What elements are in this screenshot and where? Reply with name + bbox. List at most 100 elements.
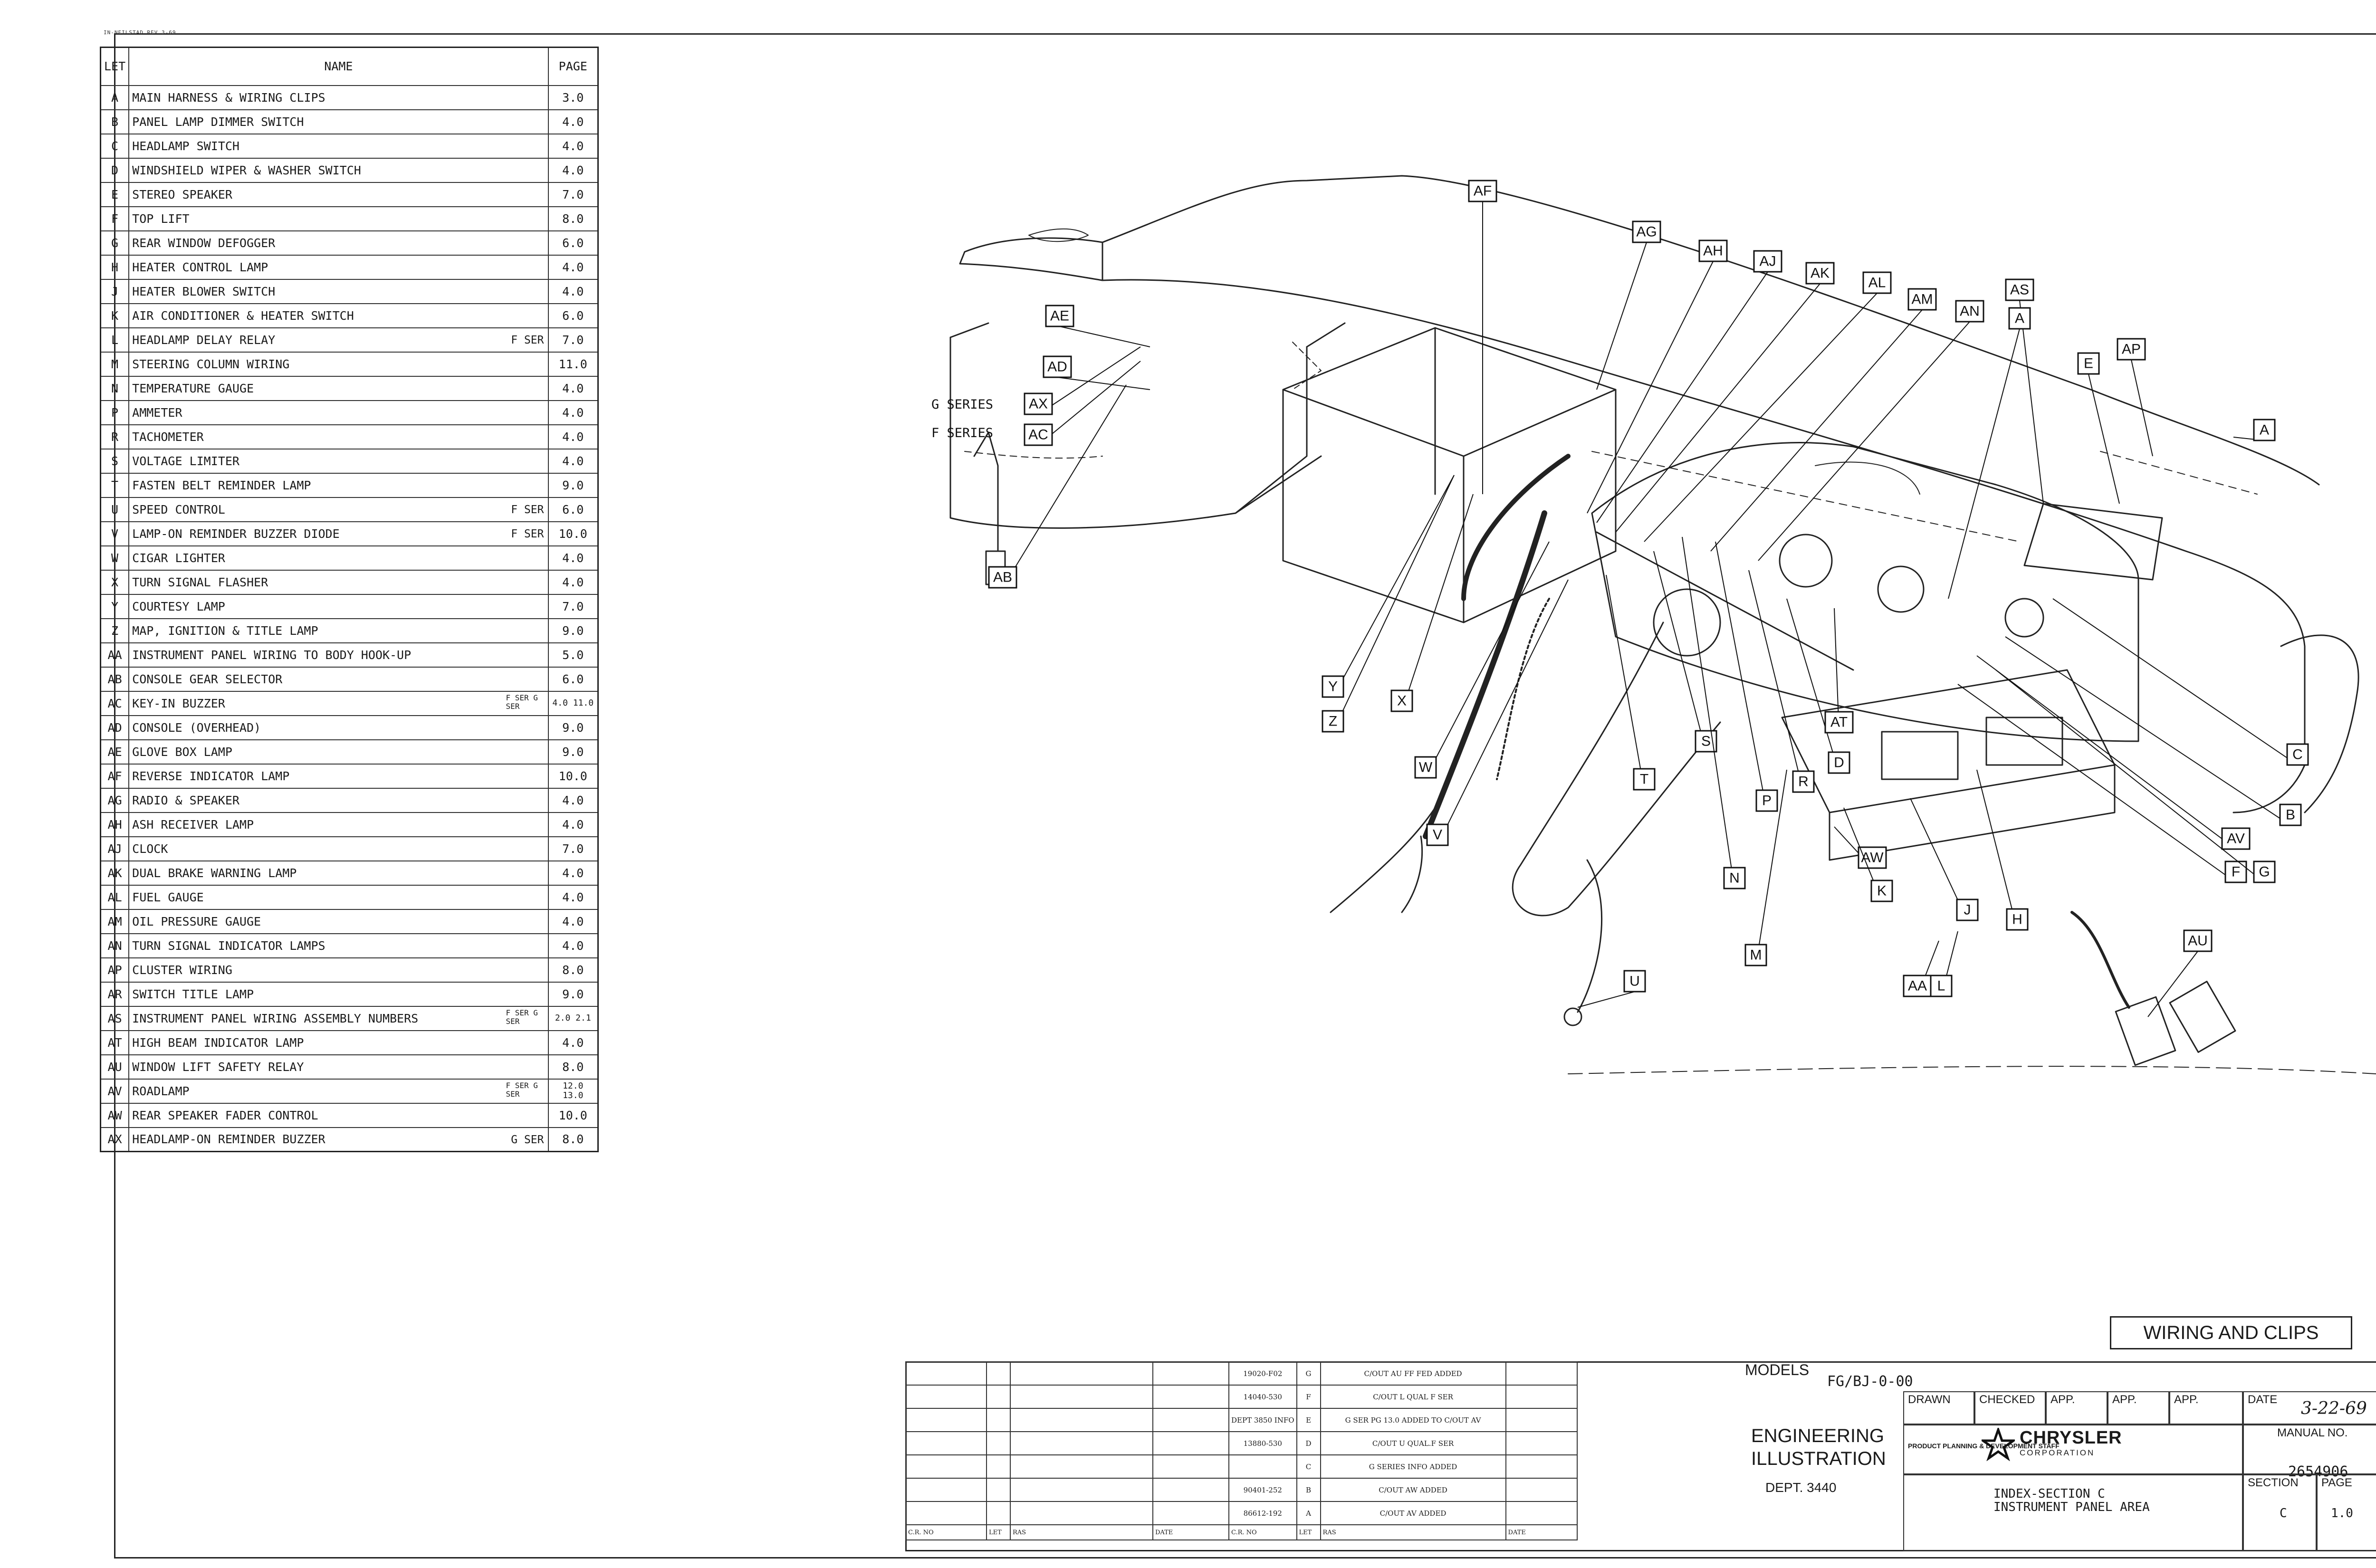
row-letter: K bbox=[100, 303, 130, 328]
callout-z: Z bbox=[1322, 710, 1344, 733]
row-letter: M bbox=[100, 351, 130, 377]
callout-leader bbox=[1715, 541, 1767, 812]
callout-b: B bbox=[2279, 803, 2302, 826]
section-cell: SECTION bbox=[2243, 1474, 2317, 1551]
rev-cr: 13880-530 bbox=[1228, 1431, 1297, 1455]
row-name: LAMP-ON REMINDER BUZZER DIODE bbox=[132, 526, 340, 541]
callout-label: E bbox=[2084, 356, 2093, 372]
rev-cr: 14040-530 bbox=[1228, 1385, 1297, 1409]
blank-cr bbox=[905, 1478, 987, 1502]
row-letter: AL bbox=[100, 884, 130, 910]
rev-cr: 86612-192 bbox=[1228, 1501, 1297, 1525]
row-page: 2.0 2.1 bbox=[547, 1005, 599, 1031]
index-header-row: LET NAME PAGE bbox=[100, 47, 599, 86]
chrysler-logo: CHRYSLER CORPORATION bbox=[1982, 1428, 2122, 1461]
row-name-cell: SWITCH TITLE LAMP bbox=[128, 981, 549, 1007]
callout-label: S bbox=[1701, 734, 1711, 749]
index-title-line-2: INSTRUMENT PANEL AREA bbox=[1993, 1500, 2150, 1514]
callout-as: AS bbox=[2005, 278, 2034, 301]
callout-box bbox=[2005, 278, 2034, 301]
callout-box bbox=[1414, 756, 1437, 779]
callout-leader bbox=[1437, 579, 1569, 846]
row-name-cell: CLUSTER WIRING bbox=[128, 957, 549, 983]
callout-leader bbox=[1976, 655, 2236, 850]
blank-let bbox=[986, 1501, 1011, 1525]
callout-aj: AJ bbox=[1753, 250, 1782, 273]
callout-box bbox=[1824, 711, 1854, 734]
callout-leader bbox=[1615, 283, 1820, 533]
index-title-line-1: INDEX-SECTION C bbox=[1993, 1487, 2105, 1501]
callout-leader bbox=[1332, 475, 1455, 698]
index-section-title: INDEX-SECTION C INSTRUMENT PANEL AREA bbox=[1993, 1487, 2150, 1514]
drawn-label: DRAWN bbox=[1908, 1393, 1951, 1406]
callout-r: R bbox=[1792, 770, 1815, 793]
callout-label: AT bbox=[1830, 715, 1848, 730]
callout-leader bbox=[1976, 769, 2018, 930]
corner-note: IN-NEILSTAD REV 3-69 bbox=[104, 29, 176, 36]
row-name-cell: OIL PRESSURE GAUGE bbox=[128, 908, 549, 934]
callout-label: W bbox=[1419, 760, 1433, 775]
row-letter: AH bbox=[100, 812, 130, 837]
blank-ras bbox=[1010, 1478, 1153, 1502]
callout-label: AU bbox=[2188, 933, 2208, 949]
row-series: F SER G SER bbox=[506, 1008, 538, 1026]
callout-leader bbox=[2052, 598, 2298, 765]
manual-no-value: 2654906 bbox=[2288, 1463, 2348, 1480]
row-letter: AD bbox=[100, 715, 130, 740]
drawn-cell: DRAWN bbox=[1903, 1391, 1974, 1425]
callout-leader bbox=[2005, 636, 2291, 826]
row-letter: AM bbox=[100, 908, 130, 934]
blank-let bbox=[986, 1385, 1011, 1409]
row-series: G SER bbox=[511, 1133, 544, 1146]
row-page: 4.0 bbox=[547, 569, 599, 595]
row-page: 9.0 bbox=[547, 981, 599, 1007]
callout-box bbox=[1805, 262, 1835, 285]
row-page: 9.0 bbox=[547, 739, 599, 765]
row-name: PANEL LAMP DIMMER SWITCH bbox=[132, 115, 304, 129]
row-name: CONSOLE GEAR SELECTOR bbox=[132, 672, 283, 686]
row-name: HEATER CONTROL LAMP bbox=[132, 260, 268, 274]
blank-let bbox=[986, 1478, 1011, 1502]
callout-leader bbox=[1002, 384, 1127, 588]
callout-leader bbox=[1755, 769, 1787, 966]
row-name: FASTEN BELT REMINDER LAMP bbox=[132, 478, 311, 492]
page-label: PAGE bbox=[2321, 1476, 2352, 1489]
callout-label: AB bbox=[993, 570, 1012, 585]
callout-u: U bbox=[1623, 970, 1646, 993]
row-name-cell: REAR WINDOW DEFOGGER bbox=[128, 230, 549, 256]
row-letter: AS bbox=[100, 1005, 130, 1031]
callout-leader bbox=[1758, 321, 1970, 561]
callout-label: AA bbox=[1908, 978, 1927, 994]
row-page: 4.0 bbox=[547, 400, 599, 425]
callout-label: Z bbox=[1329, 714, 1337, 729]
callout-leader bbox=[1653, 551, 1706, 752]
row-name-cell: HEADLAMP-ON REMINDER BUZZER G SER bbox=[128, 1127, 549, 1152]
row-name-cell: INSTRUMENT PANEL WIRING TO BODY HOOK-UP bbox=[128, 642, 549, 668]
callout-ae: AE bbox=[1045, 305, 1074, 327]
rev-text: C/OUT AU FF FED ADDED bbox=[1320, 1361, 1506, 1386]
row-letter: X bbox=[100, 569, 130, 595]
page-cell: PAGE bbox=[2317, 1474, 2376, 1551]
row-letter: AV bbox=[100, 1078, 130, 1104]
rev-let: E bbox=[1296, 1408, 1321, 1432]
row-name-cell: CIGAR LIGHTER bbox=[128, 545, 549, 571]
callout-y: Y bbox=[1322, 675, 1344, 698]
row-name: HEADLAMP-ON REMINDER BUZZER bbox=[132, 1132, 326, 1147]
rev-text: C/OUT AW ADDED bbox=[1320, 1478, 1506, 1502]
row-page: 11.0 bbox=[547, 351, 599, 377]
row-page: 4.0 bbox=[547, 424, 599, 449]
callout-g: G bbox=[2253, 860, 2276, 883]
callout-leader bbox=[1587, 261, 1714, 514]
row-name: ROADLAMP bbox=[132, 1084, 190, 1098]
callout-leader bbox=[1401, 494, 1474, 712]
row-letter: D bbox=[100, 157, 130, 183]
callout-leader bbox=[1995, 669, 2265, 883]
